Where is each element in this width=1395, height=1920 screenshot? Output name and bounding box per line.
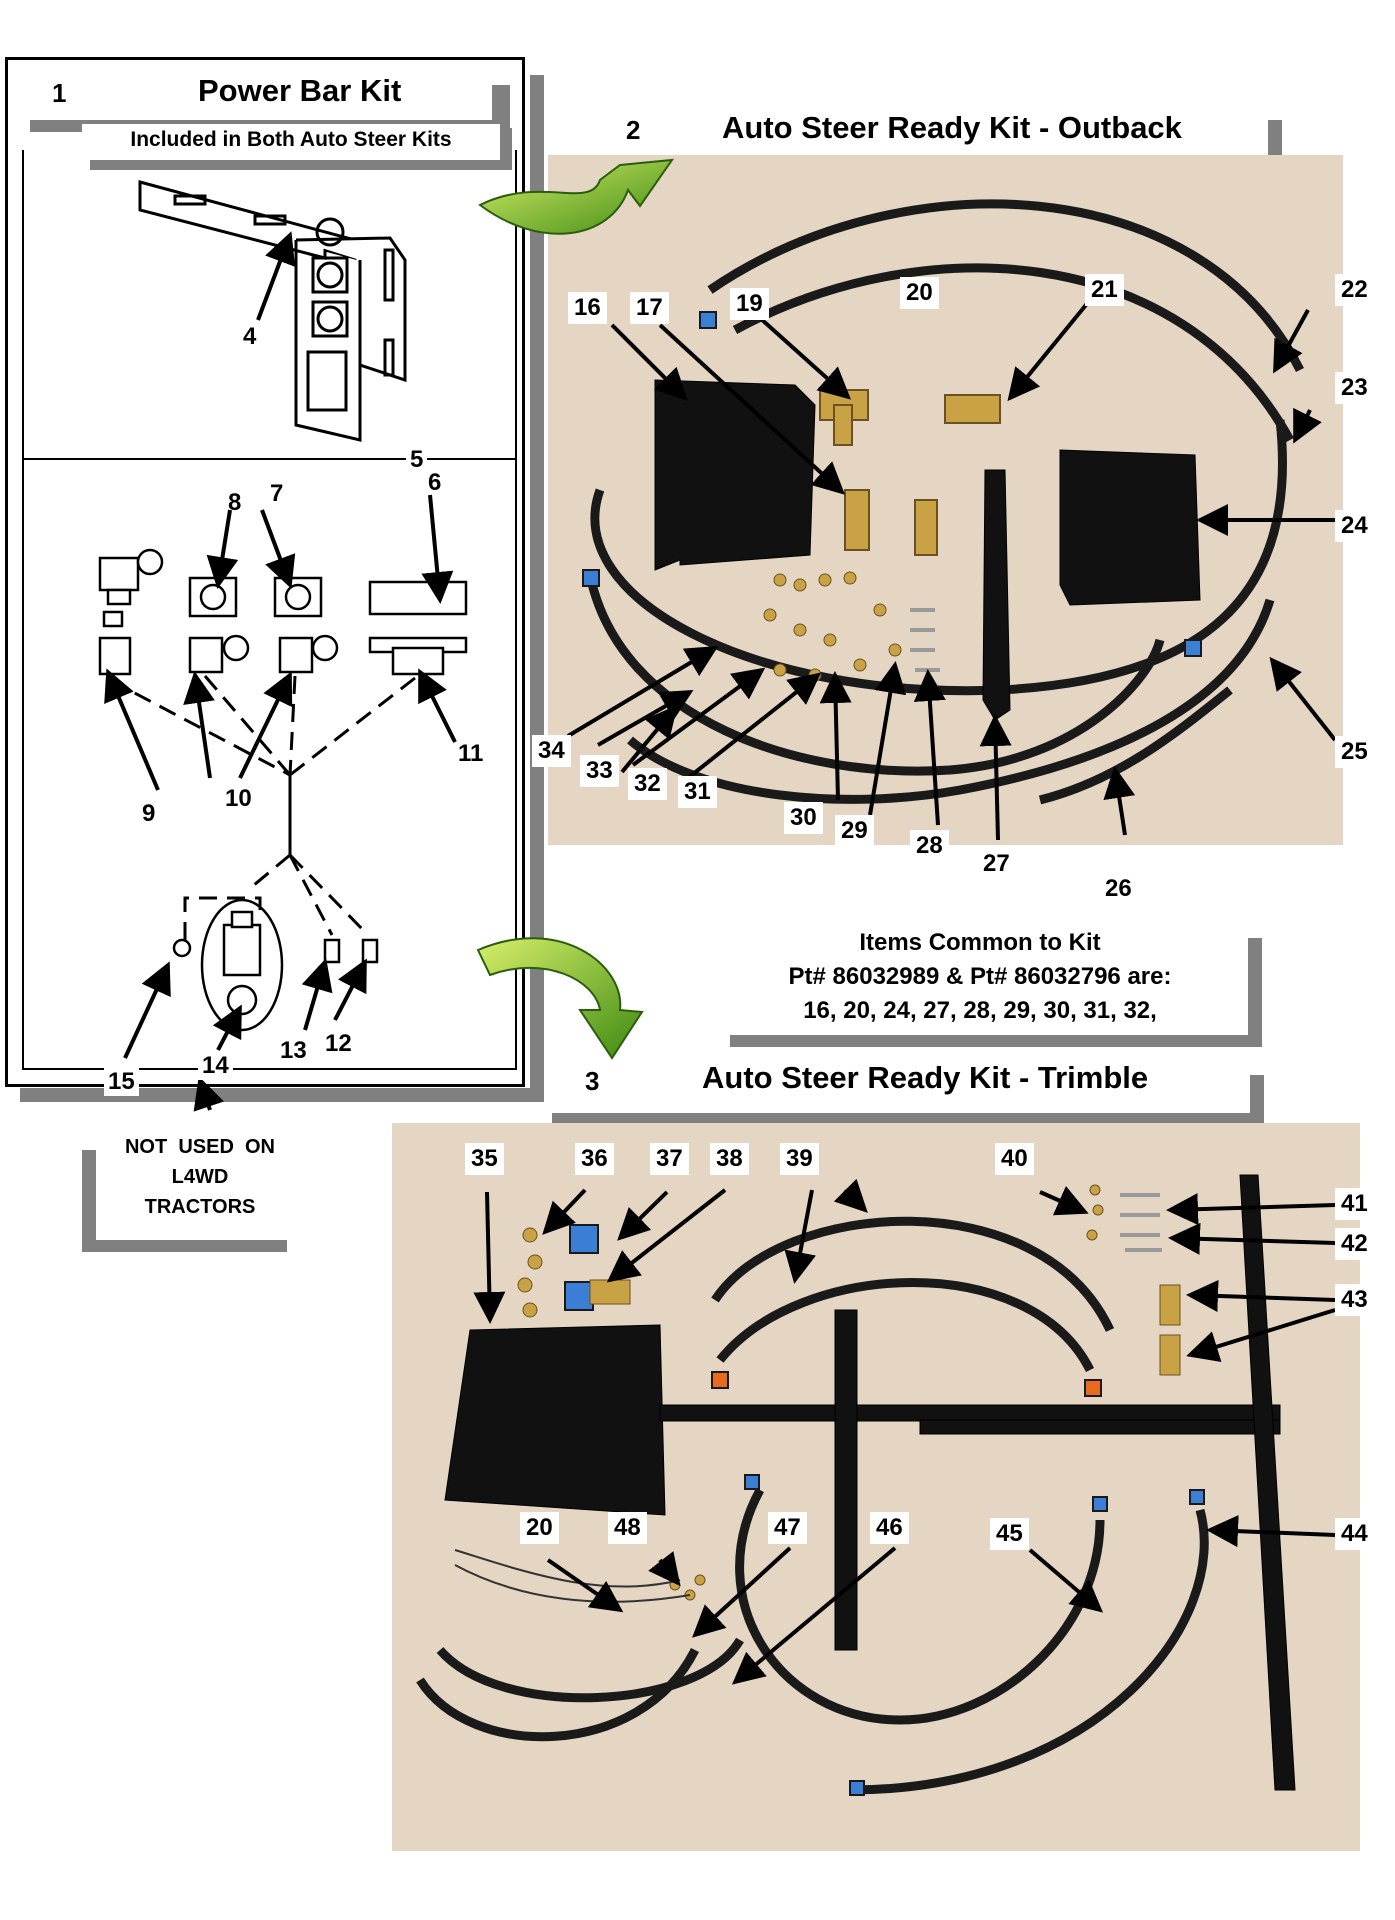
callout-16: 16 [568, 292, 607, 324]
callout-35: 35 [465, 1143, 504, 1175]
common-note-line3: 16, 20, 24, 27, 28, 29, 30, 31, 32, [803, 997, 1157, 1024]
callout-26: 26 [1105, 875, 1132, 902]
callout-41: 41 [1335, 1188, 1374, 1220]
subtitle1-shadow [90, 160, 510, 170]
not-used-line2: L4WD [171, 1166, 229, 1188]
callout-46: 46 [870, 1512, 909, 1544]
callout-45: 45 [990, 1518, 1029, 1550]
harness-drawing [98, 548, 468, 1032]
callout-21: 21 [1085, 274, 1124, 306]
section1-number: 1 [52, 78, 67, 108]
callout-34: 34 [532, 735, 571, 767]
callout-32: 32 [628, 768, 667, 800]
callout-13: 13 [280, 1037, 307, 1064]
section1-subtitle: Included in Both Auto Steer Kits [130, 128, 452, 151]
outback-hose-caps [582, 311, 1202, 657]
callout-36: 36 [575, 1143, 614, 1175]
note-shadow-bottom [730, 1035, 1260, 1047]
harness-wires [109, 675, 416, 940]
title3-shadow-right [1250, 1075, 1264, 1125]
callout-14: 14 [198, 1052, 233, 1080]
callout-10: 10 [225, 785, 252, 812]
panel1-shadow-right [530, 75, 544, 1100]
callout-47: 47 [768, 1512, 807, 1544]
section3-number: 3 [585, 1066, 600, 1096]
callout-20-trimble: 20 [520, 1512, 559, 1544]
callout-20-outback: 20 [900, 277, 939, 309]
callout-27: 27 [983, 850, 1010, 877]
trimble-bracket-frame [444, 1174, 1296, 1791]
common-items-note: Items Common to Kit Pt# 86032989 & Pt# 8… [690, 926, 1270, 1028]
callout-6: 6 [428, 469, 442, 496]
callout-11: 11 [458, 740, 484, 767]
trimble-hoses [416, 1216, 1209, 1795]
section1-subtitle-box [82, 124, 500, 160]
leader-lines [104, 231, 1337, 1685]
callout-17: 17 [630, 292, 669, 324]
outback-fittings [819, 389, 1001, 556]
panel1-shadow-bottom [20, 1088, 544, 1102]
title3-shadow-bottom [552, 1113, 1262, 1125]
power-bar-bracket-drawing [138, 180, 407, 442]
title1-shadow-right [492, 85, 510, 132]
callout-9: 9 [142, 800, 156, 827]
outback-brackets [654, 379, 1201, 721]
green-arrow-top [478, 158, 675, 235]
notused-shadow-bottom [82, 1240, 287, 1252]
callout-38: 38 [710, 1143, 749, 1175]
notused-shadow-left [82, 1150, 96, 1252]
callout-15: 15 [104, 1068, 139, 1096]
section2-number: 2 [626, 115, 641, 145]
callout-12: 12 [325, 1030, 352, 1057]
callout-5: 5 [406, 446, 428, 474]
common-note-line2: Pt# 86032989 & Pt# 86032796 are: [788, 963, 1172, 990]
section1-title-box [28, 68, 490, 118]
green-arrow-bottom [476, 937, 644, 1060]
callout-25: 25 [1335, 736, 1374, 768]
callout-44: 44 [1335, 1518, 1374, 1550]
not-used-line1: NOT USED ON [124, 1136, 275, 1158]
trimble-fittings [517, 1184, 1181, 1601]
outback-bolts [910, 608, 940, 672]
callout-22: 22 [1335, 274, 1374, 306]
callout-42: 42 [1335, 1228, 1374, 1260]
callout-28: 28 [910, 830, 949, 862]
section3-title: Auto Steer Ready Kit - Trimble [702, 1060, 1149, 1095]
callout-40: 40 [995, 1143, 1034, 1175]
callout-24: 24 [1335, 510, 1374, 542]
callout-39: 39 [780, 1143, 819, 1175]
callout-30: 30 [784, 802, 823, 834]
callout-33: 33 [580, 755, 619, 787]
not-used-line3: TRACTORS [144, 1196, 256, 1218]
callout-48: 48 [608, 1512, 647, 1544]
callout-8: 8 [228, 489, 242, 516]
section2-title: Auto Steer Ready Kit - Outback [722, 110, 1182, 145]
callout-37: 37 [650, 1143, 689, 1175]
callout-4: 4 [243, 323, 257, 350]
trimble-caps [564, 1224, 1205, 1796]
callout-19: 19 [730, 288, 769, 320]
note-shadow-right [1248, 938, 1262, 1047]
callout-29: 29 [835, 815, 874, 847]
callout-23: 23 [1335, 372, 1374, 404]
callout-31: 31 [678, 776, 717, 808]
section1-title: Power Bar Kit [198, 73, 402, 108]
panel1-divider [22, 458, 517, 460]
trimble-bolts [1120, 1193, 1162, 1252]
callout-43: 43 [1335, 1284, 1374, 1316]
subtitle1-shadow-right [500, 128, 512, 170]
common-note-line1: Items Common to Kit [859, 929, 1101, 956]
callout-7: 7 [270, 480, 284, 507]
not-used-note: NOT USED ON L4WD TRACTORS [100, 1132, 300, 1222]
